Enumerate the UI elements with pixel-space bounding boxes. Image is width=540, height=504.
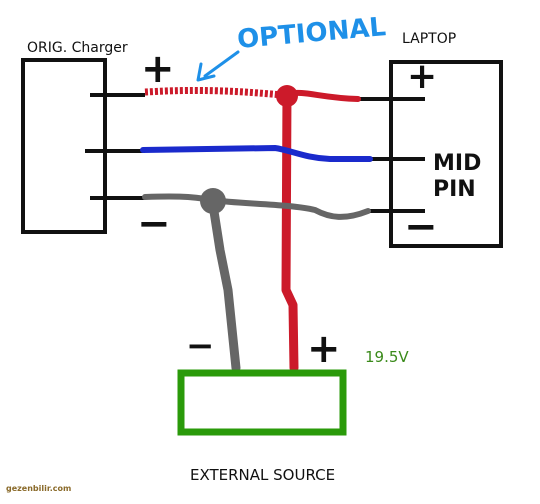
laptop-label: LAPTOP <box>402 31 456 47</box>
voltage-label: 19.5V <box>365 348 409 366</box>
mid-pin-label-line2: PIN <box>433 177 476 202</box>
watermark: gezenbilir.com <box>6 484 71 493</box>
charger-label: ORIG. Charger <box>27 40 128 56</box>
charger-minus-sign: − <box>137 201 171 247</box>
negative-wire-to-laptop <box>142 193 371 220</box>
external-source-box <box>177 369 347 436</box>
charger-plus-sign: + <box>141 46 175 92</box>
optional-positive-wire <box>144 86 283 99</box>
optional-arrow <box>203 50 240 78</box>
source-minus-sign: − <box>186 326 215 366</box>
laptop-box <box>389 60 503 248</box>
charger-box <box>21 58 107 234</box>
positive-wire-to-source <box>281 87 299 373</box>
optional-label: OPTIONAL <box>236 12 387 55</box>
laptop-minus-sign: − <box>404 204 438 250</box>
mid-pin-label-line1: MID <box>433 151 481 176</box>
negative-junction <box>200 188 226 214</box>
optional-arrow-head <box>196 62 216 82</box>
mid-pin-wire <box>140 144 373 162</box>
laptop-plus-sign: + <box>407 56 437 97</box>
negative-wire-to-source <box>208 200 241 373</box>
positive-junction <box>276 85 298 107</box>
external-source-label: EXTERNAL SOURCE <box>190 466 335 484</box>
source-plus-sign: + <box>307 326 341 372</box>
